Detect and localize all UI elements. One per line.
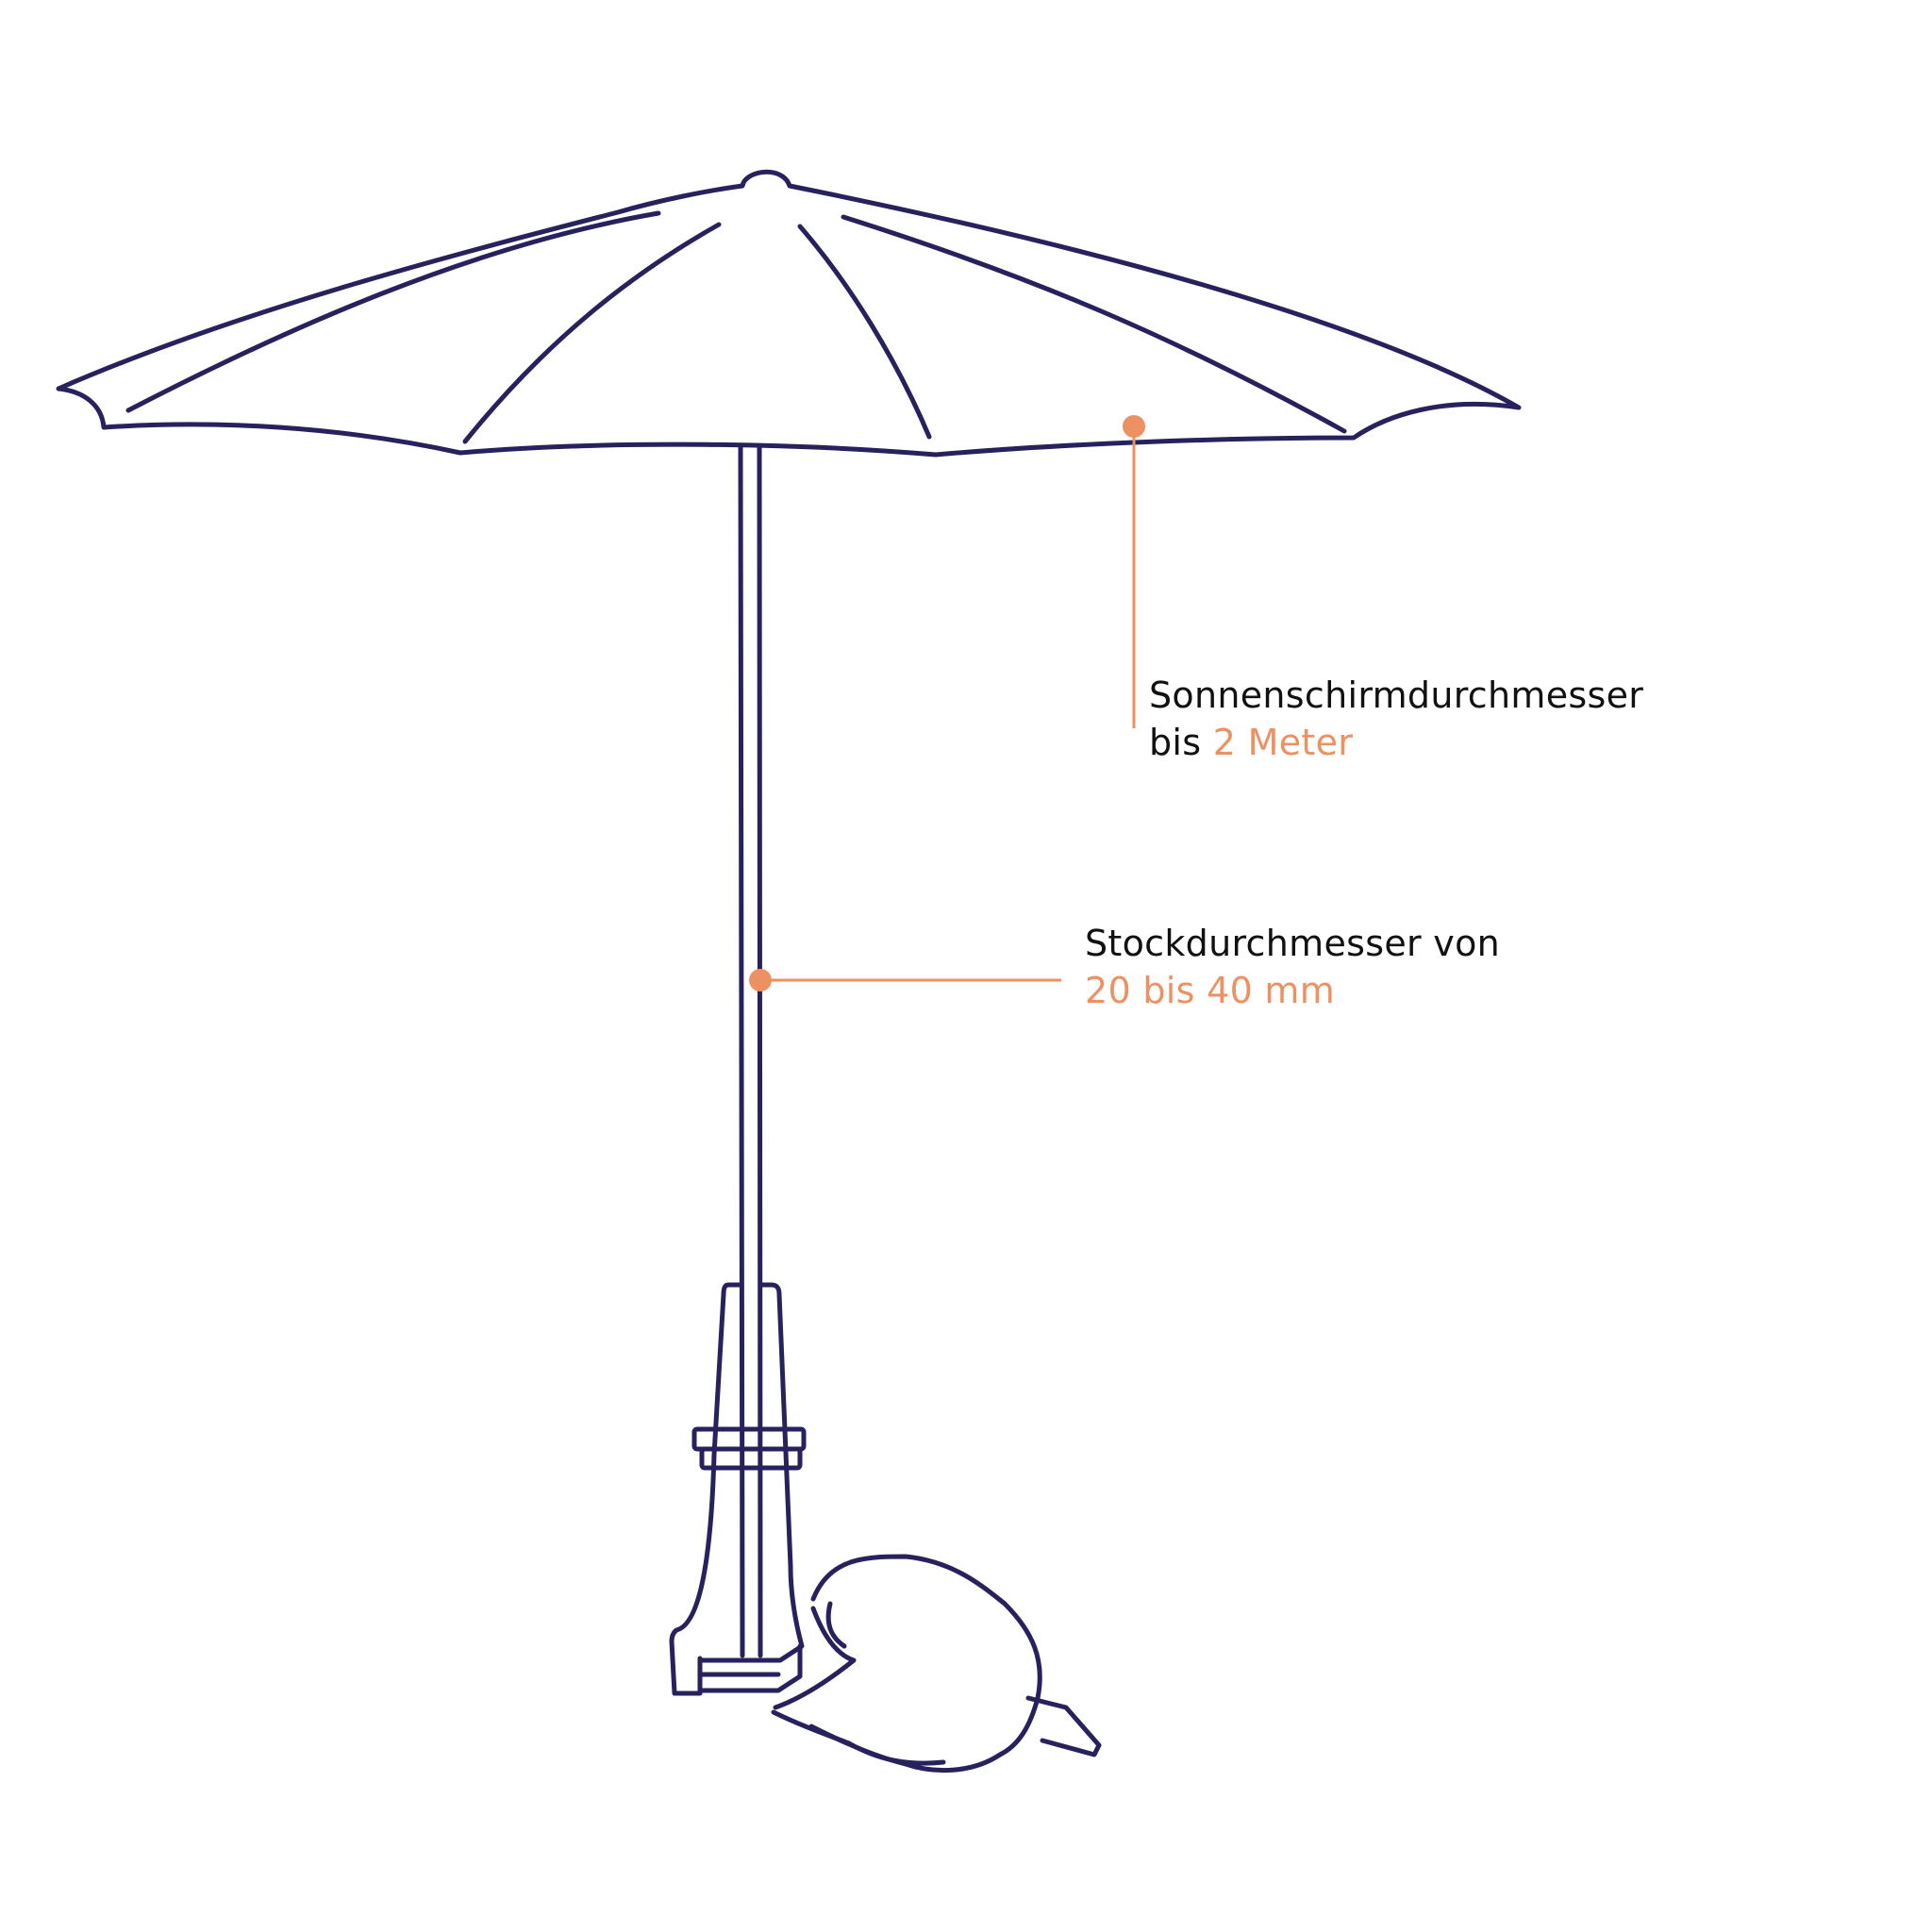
canopy-outline [56,169,1522,458]
pole-diameter-value: 20 bis 40 mm [1085,970,1336,1011]
umbrella-base [669,1282,807,1696]
canopy-rib [797,224,932,440]
umbrella-leader-dot [1123,415,1145,438]
canopy-rib [125,210,661,413]
umbrella-diameter-line2: bis 2 Meter [1149,719,1643,766]
umbrella-diameter-prefix: bis [1149,722,1213,763]
umbrella-diameter-value: 2 Meter [1212,722,1354,763]
pole-leader-dot [749,969,772,991]
base-clamp-ring [699,1446,803,1471]
canopy-rib [462,222,722,444]
sandbag-weight [771,1554,1102,1773]
base-body [669,1282,805,1696]
sandbag-body [808,1554,1042,1773]
sandbag-flap [1025,1695,1102,1757]
umbrella-canopy [56,169,1522,458]
annotation-leaders [749,415,1145,991]
pole-diameter-label: Stockdurchmesser von 20 bis 40 mm [1085,920,1500,1014]
umbrella-pole [738,444,763,1658]
canopy-rib [841,214,1347,434]
umbrella-diameter-line1: Sonnenschirmdurchmesser [1149,675,1644,716]
sandbag-wrinkle [773,1606,857,1710]
pole-diameter-line1: Stockdurchmesser von [1085,923,1501,964]
umbrella-diameter-label: Sonnenschirmdurchmesser bis 2 Meter [1149,672,1643,766]
base-foot [697,1643,803,1693]
